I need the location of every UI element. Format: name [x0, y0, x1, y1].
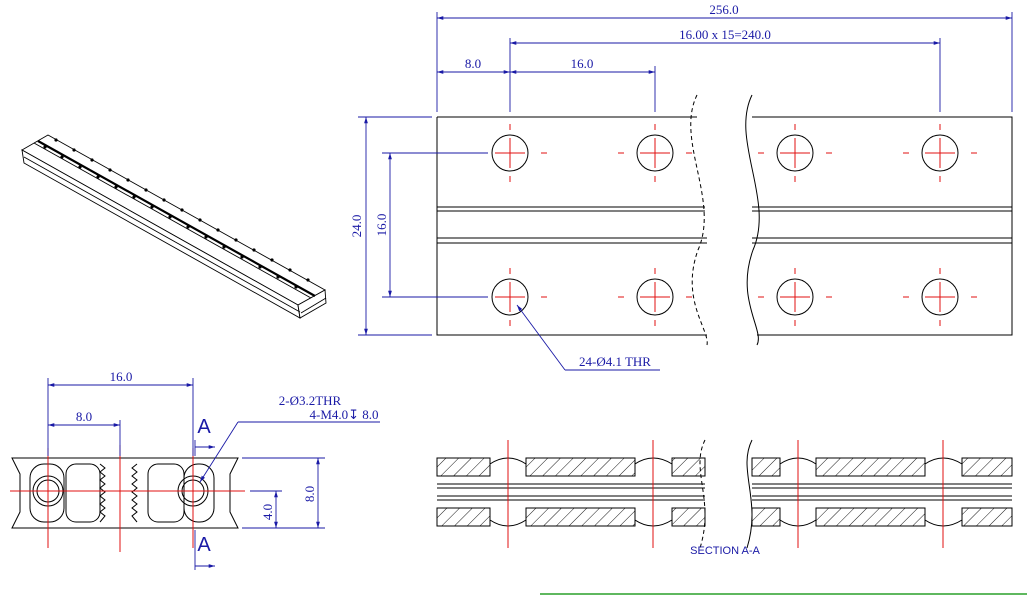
dim-width: 24.0: [349, 215, 364, 238]
mounting-holes: [491, 134, 959, 316]
dim-end-offset: 8.0: [465, 56, 481, 71]
end-dim-half-height: 4.0: [260, 504, 275, 520]
thru-hole-callout: 2-Ø3.2THR: [279, 393, 342, 408]
section-label: SECTION A-A: [690, 545, 760, 557]
isometric-rail-view: [21, 134, 327, 319]
end-view: 16.0 8.0 2-Ø3.2THR 4-M4.0↧ 8.0 8.0 4.0 A…: [10, 369, 380, 570]
section-view: SECTION A-A: [436, 439, 1013, 557]
end-dim-height: 8.0: [302, 486, 317, 502]
dim-hole-row-spacing: 16.0: [374, 214, 389, 237]
centerlines: [473, 124, 977, 326]
dim-overall-length: 256.0: [709, 2, 738, 17]
tap-callout: 4-M4.0↧ 8.0: [309, 407, 378, 422]
dim-hole-pitch-total: 16.00 x 15=240.0: [679, 27, 771, 42]
end-dim-offset: 8.0: [76, 409, 92, 424]
hole-callout: 24-Ø4.1 THR: [579, 354, 651, 369]
section-marker-top: A: [197, 416, 211, 438]
top-view: 256.0 16.00 x 15=240.0 8.0 16.0 24.0 16.…: [349, 2, 1013, 371]
section-marker-bottom: A: [197, 534, 211, 556]
dim-pitch: 16.0: [571, 56, 594, 71]
end-dim-pitch: 16.0: [110, 369, 133, 384]
